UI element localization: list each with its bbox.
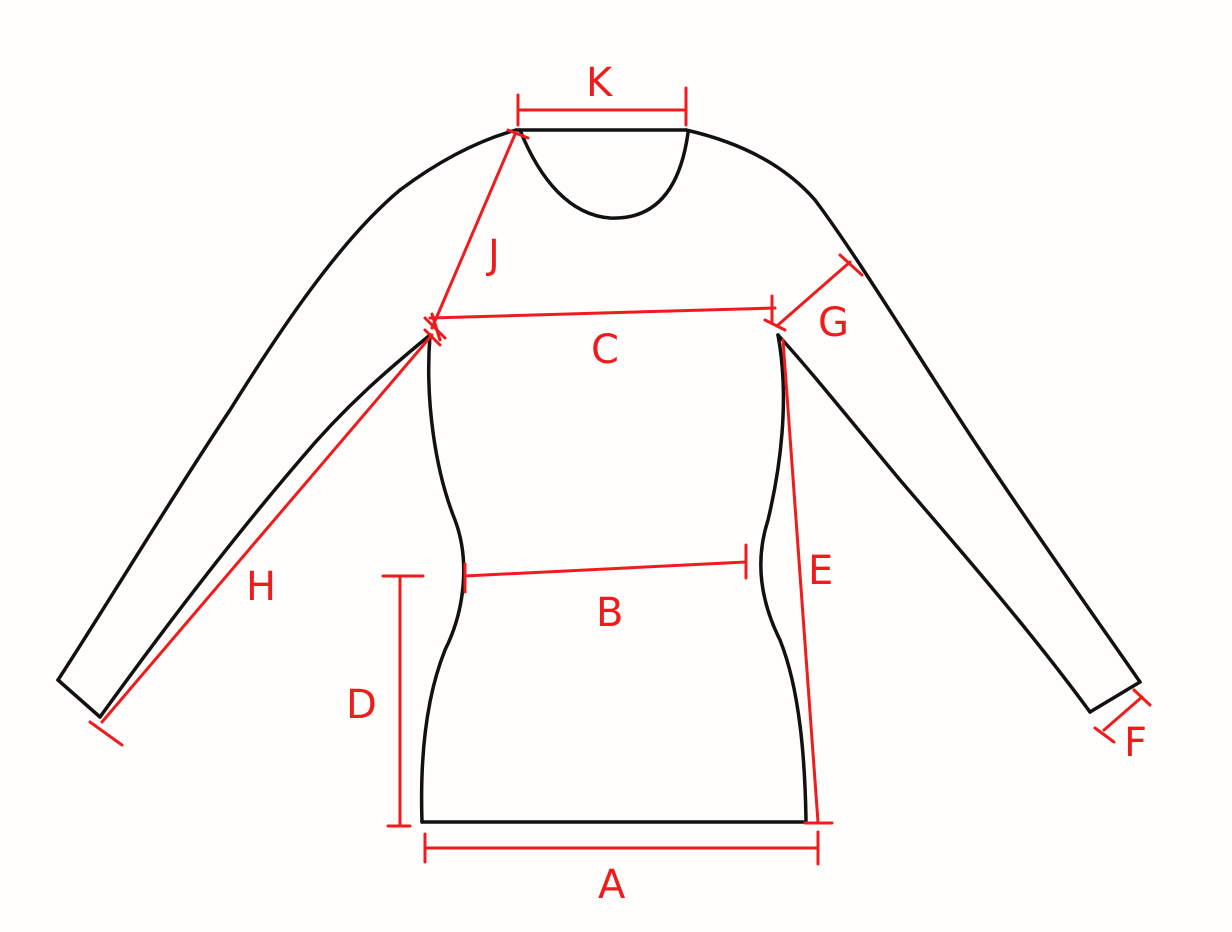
label-j: J xyxy=(485,232,500,278)
right-sleeve-cuff xyxy=(1088,680,1142,714)
measure-c-tick-left-2 xyxy=(430,312,442,342)
left-sleeve-outer xyxy=(56,188,402,682)
right-sleeve-inner xyxy=(776,333,1092,714)
left-shoulder-line xyxy=(398,128,518,192)
left-sleeve-inner xyxy=(98,333,432,719)
label-g: G xyxy=(818,300,849,346)
left-body-side xyxy=(419,333,466,824)
label-b: B xyxy=(596,590,623,636)
label-f: F xyxy=(1124,720,1147,766)
measure-f-line xyxy=(1102,695,1144,732)
measure-b-line xyxy=(463,560,748,578)
label-h: H xyxy=(246,564,276,610)
label-c: C xyxy=(591,327,619,373)
measure-f-tick-top xyxy=(1132,688,1152,707)
neckline-curve xyxy=(518,128,690,220)
measurement-labels: K J C G H E B D F A xyxy=(246,60,1147,908)
right-sleeve-outer xyxy=(813,198,1142,684)
measure-g-tick-top xyxy=(838,253,864,277)
measure-c-tick-right-2 xyxy=(763,318,787,332)
measure-j-line xyxy=(430,130,518,330)
right-shoulder-line xyxy=(684,128,817,202)
measure-f-tick-bottom xyxy=(1093,726,1116,744)
label-a: A xyxy=(598,862,626,908)
measure-g-line xyxy=(776,260,852,327)
measure-e-line xyxy=(781,338,820,824)
measure-h-tick-top xyxy=(423,328,442,347)
measure-c-line xyxy=(428,306,777,320)
label-k: K xyxy=(586,60,614,106)
left-sleeve-cuff xyxy=(56,678,102,719)
measure-j-tick-top xyxy=(506,128,530,140)
garment-outline xyxy=(56,128,1142,824)
right-body-side xyxy=(759,333,808,822)
measurement-lines xyxy=(88,86,1152,866)
measure-h-tick-bottom xyxy=(88,720,124,747)
measure-h-line xyxy=(100,333,434,724)
label-d: D xyxy=(346,682,377,728)
label-e: E xyxy=(808,548,833,594)
